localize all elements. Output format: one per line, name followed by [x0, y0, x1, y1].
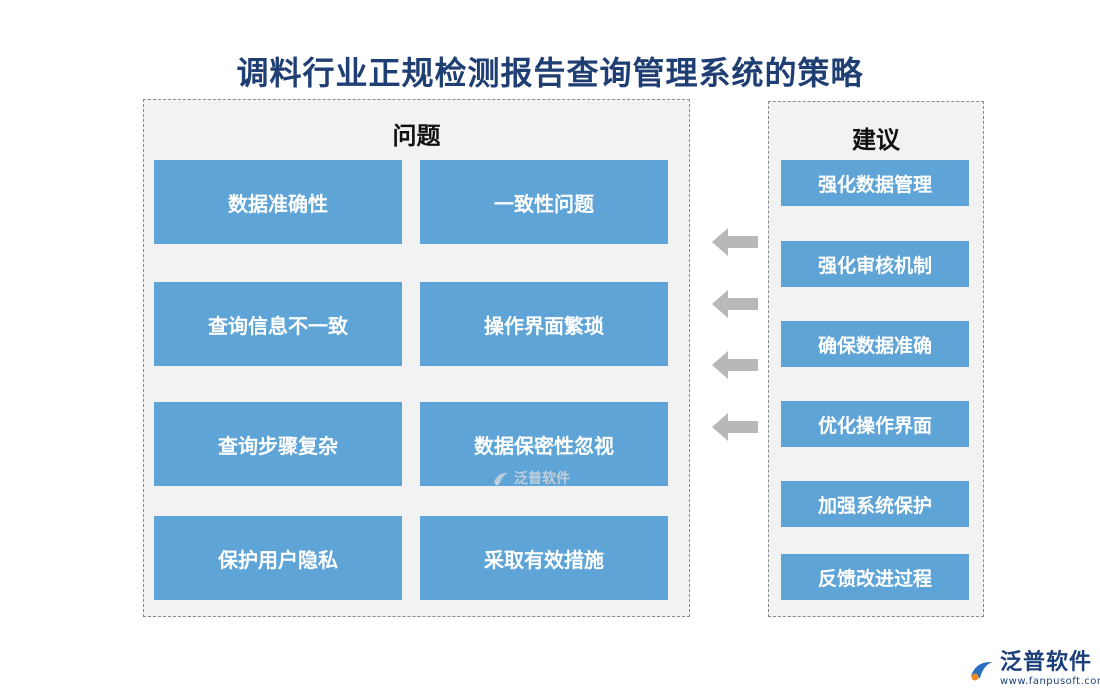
problems-heading: 问题: [392, 122, 441, 150]
problem-box: 一致性问题: [420, 160, 668, 244]
logo-url: www.fanpusoft.com: [1000, 676, 1100, 687]
problem-box: 数据准确性: [154, 160, 402, 244]
suggestion-box: 强化数据管理: [781, 160, 969, 206]
watermark-text: 泛普软件: [514, 471, 570, 487]
page-title: 调料行业正规检测报告查询管理系统的策略: [236, 54, 864, 92]
fanpu-logo-icon: [971, 661, 992, 680]
watermark: 泛普软件: [492, 468, 570, 488]
suggestion-box: 反馈改进过程: [781, 554, 969, 600]
problem-box: 查询信息不一致: [154, 282, 402, 366]
suggestion-box: 优化操作界面: [781, 401, 969, 447]
logo-name: 泛普软件: [1000, 650, 1093, 675]
suggestion-box: 加强系统保护: [781, 481, 969, 527]
brand-logo: 泛普软件 www.fanpusoft.com: [968, 652, 1100, 687]
arrow-left-icon: [712, 290, 758, 318]
watermark-logo-icon: [494, 472, 508, 486]
arrow-left-icon: [712, 413, 758, 441]
suggestion-box: 强化审核机制: [781, 241, 969, 287]
suggestion-box: 确保数据准确: [781, 321, 969, 367]
problem-box: 数据保密性忽视: [420, 402, 668, 486]
problem-box: 查询步骤复杂: [154, 402, 402, 486]
problem-box: 保护用户隐私: [154, 516, 402, 600]
problem-box: 操作界面繁琐: [420, 282, 668, 366]
suggestions-heading: 建议: [852, 126, 900, 154]
arrow-left-icon: [712, 228, 758, 256]
arrow-left-icon: [712, 351, 758, 379]
problem-box: 采取有效措施: [420, 516, 668, 600]
